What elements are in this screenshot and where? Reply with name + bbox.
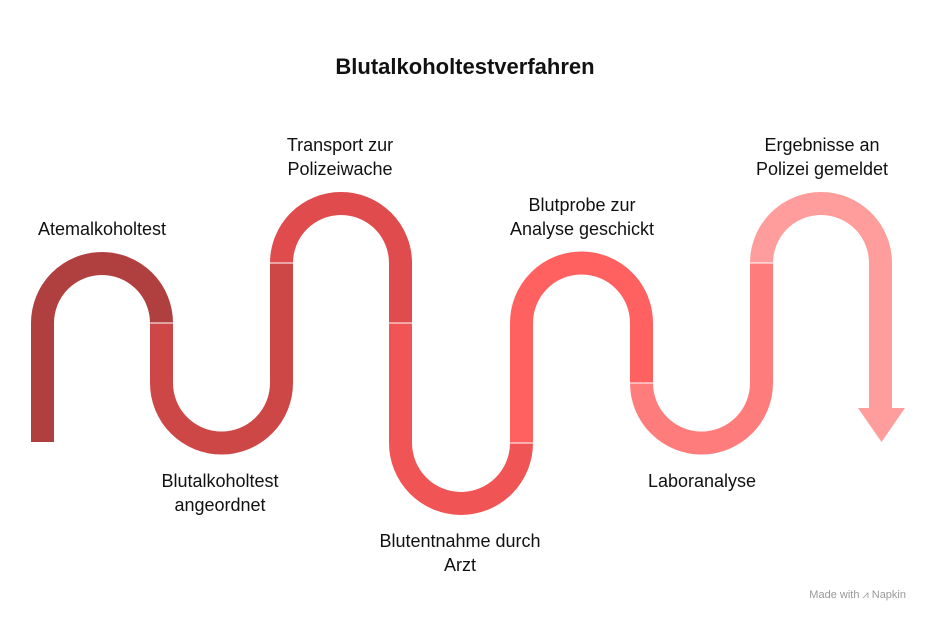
step-label-7: Ergebnisse an Polizei gemeldet [755, 135, 889, 179]
napkin-watermark: Made with ⩘ Napkin [809, 589, 906, 601]
segment-3 [270, 192, 412, 323]
diagram-title: Blutalkoholtestverfahren [335, 54, 595, 79]
step-label-6: Laboranalyse [647, 471, 757, 491]
step-label-1: Atemalkoholtest [37, 219, 167, 239]
step-label-4: Blutentnahme durch Arzt [379, 531, 541, 575]
segment-1 [31, 252, 173, 442]
segment-7 [750, 192, 892, 409]
segment-6 [630, 263, 773, 455]
segment-5 [510, 251, 653, 443]
step-label-5: Blutprobe zur Analyse geschickt [509, 195, 655, 239]
arrow-head-icon [858, 408, 905, 442]
segment-4 [389, 323, 533, 515]
step-label-3: Transport zur Polizeiwache [286, 135, 394, 179]
step-label-2: Blutalkoholtest angeordnet [161, 471, 279, 515]
segment-2 [150, 263, 293, 455]
